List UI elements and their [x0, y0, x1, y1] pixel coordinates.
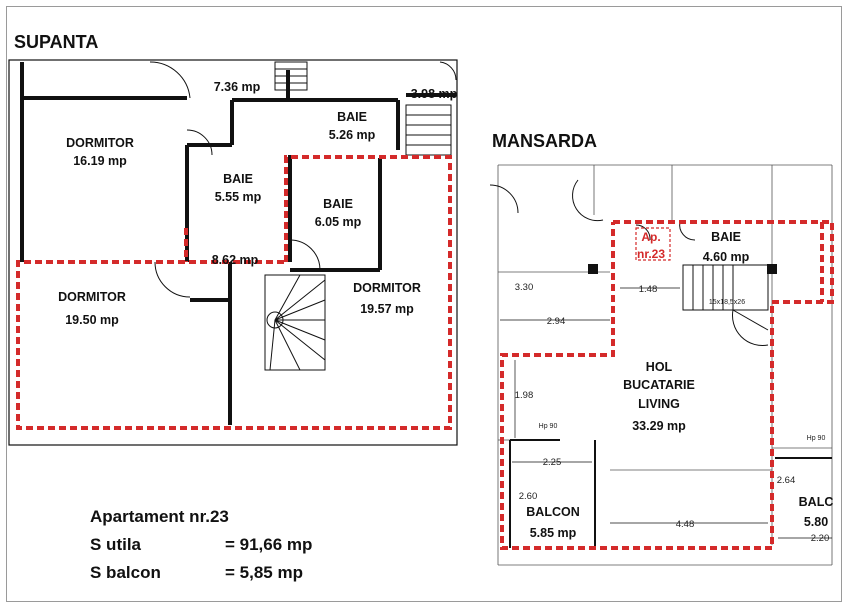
dimension-label: 2.94	[547, 316, 566, 327]
supanta-room-area: 5.55 mp	[215, 190, 262, 204]
mansarda-room-name: BALCON	[526, 505, 579, 519]
supanta-room-name: DORMITOR	[353, 281, 421, 295]
dimension-label: 2.60	[519, 491, 538, 502]
supanta-room-area: 5.26 mp	[329, 128, 376, 142]
dimension-label: 2.64	[777, 475, 796, 486]
column-marker	[588, 264, 598, 274]
mansarda-title: MANSARDA	[492, 131, 597, 151]
supanta-room-name: BAIE	[223, 172, 253, 186]
summary-row2-value: = 5,85 mp	[225, 563, 303, 582]
mansarda-room-area: 5.85 mp	[530, 526, 577, 540]
mansarda-room-area: 33.29 mp	[632, 419, 686, 433]
mansarda-room-name: LIVING	[638, 397, 680, 411]
dimension-label: 2.20	[811, 533, 830, 544]
summary-row1-value: = 91,66 mp	[225, 535, 313, 554]
dimension-label: 2.25	[543, 457, 562, 468]
supanta-room-area: 16.19 mp	[73, 154, 127, 168]
supanta-title: SUPANTA	[14, 32, 99, 52]
supanta-room-area: 19.57 mp	[360, 302, 414, 316]
height-label: Hp 90	[807, 435, 826, 442]
summary-row1-label: S utila	[90, 535, 142, 554]
supanta-room-area: 7.36 mp	[214, 80, 261, 94]
apartment-tag-box	[635, 227, 671, 261]
supanta-plan	[8, 59, 458, 446]
mansarda-room-name: HOL	[646, 360, 673, 374]
supanta-room-area: 19.50 mp	[65, 313, 119, 327]
supanta-outline	[8, 59, 458, 446]
apartment-tag-number: nr.23	[637, 247, 665, 261]
apartment-tag-label: Ap.	[641, 230, 660, 244]
supanta-spiral-stair	[264, 274, 326, 371]
mansarda-room-name: BAIE	[711, 230, 741, 244]
supanta-room-area: 8.62 mp	[212, 253, 259, 267]
supanta-room-area: 3.98 mp	[411, 87, 458, 101]
dimension-label: 1.48	[639, 284, 658, 295]
dimension-label: 4.48	[676, 519, 695, 530]
drawing-frame	[6, 6, 842, 602]
supanta-room-area: 6.05 mp	[315, 215, 362, 229]
supanta-room-name: DORMITOR	[66, 136, 134, 150]
mansarda-apartment-boundary	[500, 220, 834, 550]
mansarda-room-name: BALC	[799, 495, 834, 509]
mansarda-plan	[489, 164, 834, 566]
mansarda-room-name: BUCATARIE	[623, 378, 695, 392]
column-marker	[767, 264, 777, 274]
summary-row2-label: S balcon	[90, 563, 161, 582]
supanta-room-name: DORMITOR	[58, 290, 126, 304]
dimension-label: 1.98	[515, 390, 534, 401]
stair-label: 15x18,5x26	[709, 299, 745, 306]
supanta-apartment-boundary	[16, 155, 452, 430]
mansarda-room-area: 5.80	[804, 515, 828, 529]
mansarda-room-area: 4.60 mp	[703, 250, 750, 264]
summary-title: Apartament nr.23	[90, 507, 229, 526]
supanta-room-name: BAIE	[337, 110, 367, 124]
supanta-room-name: BAIE	[323, 197, 353, 211]
mansarda-stair	[682, 264, 769, 346]
dimension-label: 3.30	[515, 282, 534, 293]
height-label: Hp 90	[539, 423, 558, 430]
